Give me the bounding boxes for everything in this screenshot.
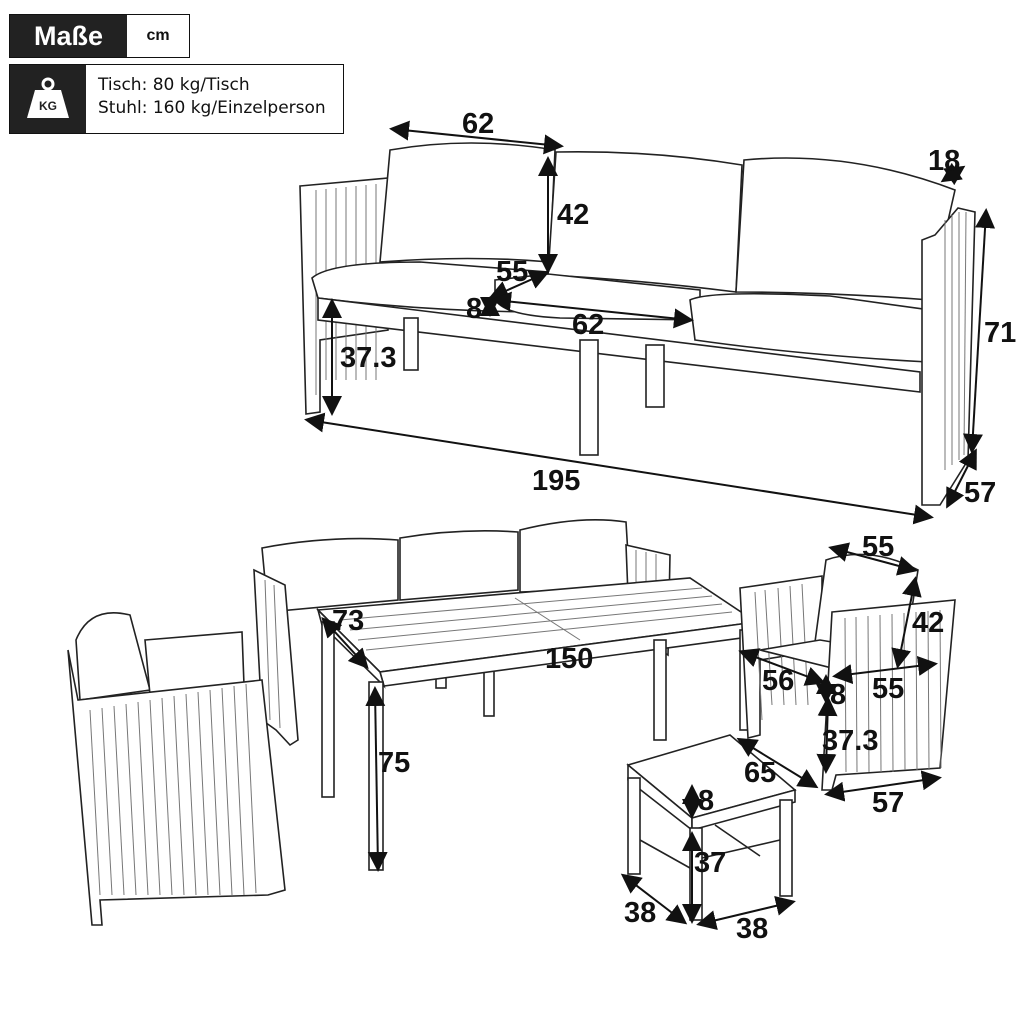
- kg-icon-label: KG: [39, 99, 57, 113]
- sofa-seat-width-2-label: 62: [572, 309, 604, 341]
- header-title: Maße: [10, 15, 127, 57]
- sofa-total-depth-label: 57: [964, 477, 996, 509]
- armchair-back-width-label: 55: [862, 531, 894, 563]
- table-depth-label: 73: [332, 605, 364, 637]
- armchair-width-label: 57: [872, 787, 904, 819]
- sofa-seat-depth-label: 55: [496, 256, 528, 288]
- weight-table-text: Tisch: 80 kg/Tisch: [98, 75, 250, 95]
- armchair-cushion-label: 8: [830, 679, 846, 711]
- header-box: Maße cm: [9, 14, 190, 58]
- armchair-seat-height-label: 37.3: [822, 725, 878, 757]
- stool-depth-label: 38: [624, 897, 656, 929]
- sofa-total-height-label: 71: [984, 317, 1016, 349]
- armchair-back-height-label: 42: [912, 607, 944, 639]
- table-width-label: 150: [545, 643, 593, 675]
- kg-weight-icon: KG: [10, 65, 86, 133]
- table-height-label: 75: [378, 747, 410, 779]
- armchair-seat-depth-label: 56: [762, 665, 794, 697]
- sofa-arm-width-label: 18: [928, 145, 960, 177]
- header-unit: cm: [127, 15, 189, 57]
- armchair-depth-label: 65: [744, 757, 776, 789]
- sofa-total-width-label: 195: [532, 465, 580, 497]
- weight-chair-text: Stuhl: 160 kg/Einzelperson: [98, 98, 326, 118]
- sofa-drawing: [299, 142, 976, 506]
- sofa-seat-height-label: 37.3: [340, 342, 396, 374]
- stool-cushion-label: 8: [698, 785, 714, 817]
- sofa-seat-width-label: 62: [462, 108, 494, 140]
- left-armchair-drawing: [67, 611, 286, 926]
- stool-height-label: 37: [694, 847, 726, 879]
- sofa-back-height-label: 42: [557, 199, 589, 231]
- weight-capacity-box: KG Tisch: 80 kg/Tisch Stuhl: 160 kg/Einz…: [9, 64, 344, 134]
- sofa-cushion-label: 8: [466, 293, 482, 325]
- armchair-seat-width-label: 55: [872, 673, 904, 705]
- stool-width-label: 38: [736, 913, 768, 945]
